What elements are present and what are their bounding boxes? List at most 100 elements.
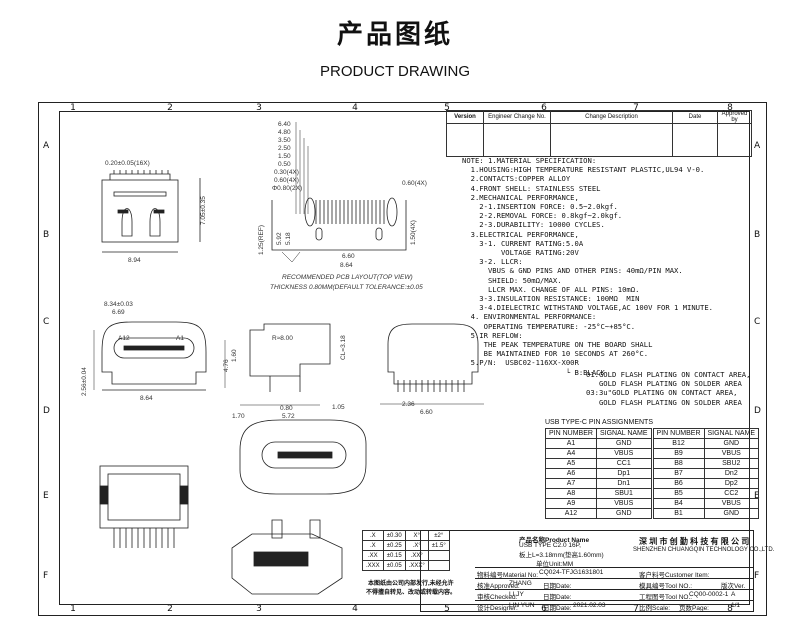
revision-table: Version Engineer Change No. Change Descr… [446,110,752,157]
designer: LIN YUN [509,602,535,609]
col-num: 8 [727,103,733,113]
dim-label: 4.76 [223,359,230,372]
drawing-sheet: 1 2 3 4 5 6 7 8 1 2 3 4 5 6 7 8 A B C D … [38,102,767,616]
material-no: CQ024-TFJG1631801 [539,569,604,576]
tolerance-cell: ±0.25 [382,540,406,551]
tool-label-2: 工程图号Tool NO.: [639,594,693,601]
note-line: 2.MECHANICAL PERFORMANCE, [462,192,579,202]
note-line: OPERATING TEMPERATURE: -25°C~+85°C. [462,321,636,331]
pin-cell: A12 [545,508,597,519]
front-view-port [113,337,195,359]
top-view-slot [113,191,167,197]
dim-label: 0.60(4X) [402,180,427,187]
top-view-pins [109,173,171,180]
product-desc-2: 板上L=3.18mm(垫高1.60mm) [519,552,604,559]
product-name-label: 产品名称Product Name [519,537,590,544]
pcb-caption: THICKNESS 0.80MM(DEFAULT TOLERANCE:±0.05 [270,284,423,291]
col-num-bottom: 6 [541,604,547,614]
col-num: 6 [541,103,547,113]
rear-view-body [387,323,479,385]
checked-label: 审核Checked: [477,594,518,601]
dim-label: 4.80 [278,129,291,136]
pin-cell: GND [703,508,760,519]
note-line: LLCR MAX. CHANGE OF ALL PINS: 10mΩ. [462,284,640,294]
dim-label: 6.40 [278,121,291,128]
tolerance-cell [427,560,450,571]
rear-view-pins [397,380,465,392]
pcb-slot [315,227,323,241]
tolerance-cell: .XXX [362,560,384,571]
tolerance-cell: .X [362,540,384,551]
side-view [224,323,331,406]
dim-label: 1.60 [231,349,238,362]
dim-label: 0.20±0.05(16X) [105,160,150,167]
approved-label: 核准Approved: [477,583,520,590]
col-num: 1 [70,103,76,113]
dim-label: 2.50 [278,145,291,152]
pin-cell: B1 [650,508,705,519]
page-title-zh: 产品图纸 [336,20,453,50]
iso-port [261,441,347,469]
pcb-pad [386,197,398,227]
row-letter: C [43,317,50,327]
note-line: THE PEAK TEMPERATURE ON THE BOARD SHALL [462,340,653,350]
col-num: 2 [167,103,173,113]
pcb-outline [271,200,407,251]
note-line: 3.ELECTRICAL PERFORMANCE, [462,229,579,239]
tolerance-cell: .XXX° [404,560,429,571]
note-line: 2-2.REMOVAL FORCE: 0.8kgf~2.0kgf. [462,211,623,221]
page-label: 页数Page: [679,605,709,612]
plating-line: GOLD FLASH PLATING ON SOLDER AREA [586,379,742,389]
disclaimer-2: 不得擅自转见、改动或转载内容。 [366,590,457,596]
dim-label: R≈8.00 [272,335,293,342]
note-line: 3-2. LLCR: [462,257,523,267]
version-label: 版次Ver. [721,583,746,590]
note-line: 5.P/N: USBC02-116XX-X00R [462,358,579,368]
dim-label: 7.05±0.35 [200,196,207,225]
material-no-label: 物料编号Material No: [477,572,539,579]
bottom-view-inner [107,473,181,521]
note-line: └ B:BLACK [462,367,605,377]
date-label: 日期Date: [543,583,572,590]
note-line: 3-3.INSULATION RESISTANCE: 100MΩ MIN [462,294,640,304]
top-view-pin-lines [113,170,169,174]
plating-line: 03:3u"GOLD PLATING ON CONTACT AREA, [586,388,738,398]
dim-label: 6.60 [342,253,355,260]
product-desc: USB TYPE C2.0 16P, [519,542,581,549]
pcb-layout [271,122,407,263]
company-en: SHENZHEN CHUANGQIN TECHNOLOGY CO.,LTD. [633,547,775,553]
col-num: 3 [256,103,262,113]
col-num: 5 [444,103,450,113]
dim-label: 0.30(4X) [274,169,299,176]
side-view-body [249,323,331,377]
inner-frame [59,111,750,605]
note-line: BE MAINTAINED FOR 10 SECONDS AT 260°C. [462,349,649,359]
note-line: 3-1. CURRENT RATING:5.0A [462,238,584,248]
row-letter-right: A [754,141,761,151]
dim-label: A1 [176,335,184,342]
iso-shell [239,419,367,495]
tolerance-cell: .X [362,530,384,541]
approved-by: ZHANG [509,580,532,587]
dim-label: A12 [118,335,130,342]
scale-label: 比例Scale: [639,605,671,612]
dim-label: 5.18 [285,232,292,245]
plating-line: 01:GOLD FLASH PLATING ON CONTACT AREA, [586,370,751,379]
row-letter: B [43,230,50,240]
version: A [731,591,736,598]
dim-label: 0.60(4X) [274,177,299,184]
dim-label: 6.60 [420,409,433,416]
row-letter: A [43,141,50,151]
note-line: 5.IR REFLOW: [462,330,523,340]
dim-label: 8.64 [340,262,353,269]
note-line: VOLTAGE RATING:20V [462,248,579,258]
dim-label: 1.05 [332,404,345,411]
plating-options: 01:GOLD FLASH PLATING ON CONTACT AREA, G… [586,370,750,407]
tool-label: 模具编号Tool NO.: [639,583,693,590]
row-letter-right: D [754,406,761,416]
col-num: 4 [352,103,358,113]
